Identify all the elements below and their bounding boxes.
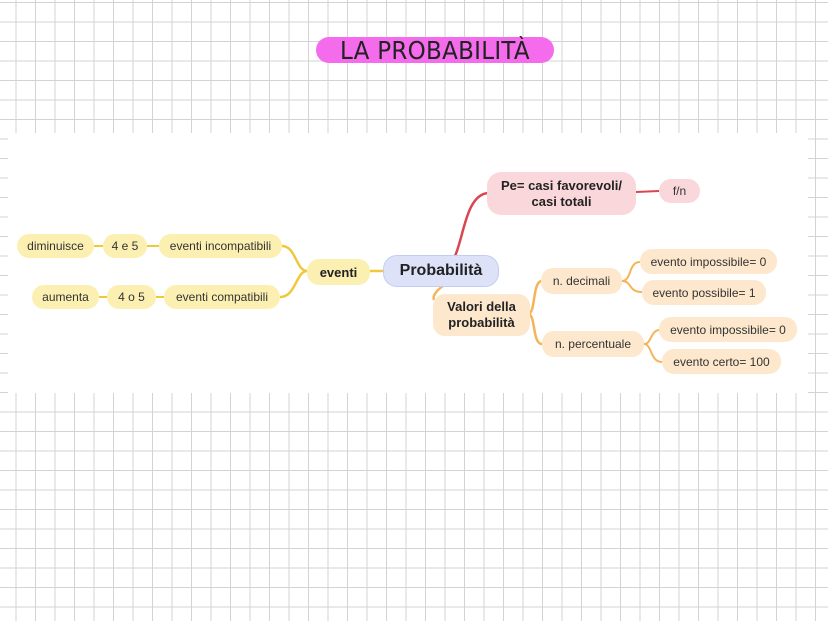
link-valori-percentuale bbox=[527, 312, 543, 346]
link-percentuale-certo bbox=[643, 343, 663, 363]
link-percentuale-impossibile bbox=[643, 329, 661, 345]
title-block: LA PROBABILITÀ bbox=[316, 34, 554, 68]
link-eventi-incompatibili bbox=[281, 244, 308, 273]
percentuale-impossibile-node[interactable]: evento impossibile= 0 bbox=[659, 317, 797, 342]
eventi-incompatibili-node[interactable]: eventi incompatibili bbox=[159, 234, 282, 258]
percentuale-certo-node[interactable]: evento certo= 100 bbox=[662, 349, 781, 374]
aumenta-node[interactable]: aumenta bbox=[32, 285, 99, 309]
page-title: LA PROBABILITÀ bbox=[340, 36, 530, 65]
decimali-impossibile-node[interactable]: evento impossibile= 0 bbox=[640, 249, 777, 274]
values-4e5-node[interactable]: 4 e 5 bbox=[103, 234, 147, 258]
link-formula-fn bbox=[635, 190, 660, 193]
decimali-node[interactable]: n. decimali bbox=[541, 268, 622, 294]
eventi-node[interactable]: eventi bbox=[307, 259, 370, 285]
root-node[interactable]: Probabilità bbox=[383, 255, 499, 287]
formula-short-node[interactable]: f/n bbox=[659, 179, 700, 203]
formula-node[interactable]: Pe= casi favorevoli/ casi totali bbox=[487, 172, 636, 215]
link-decimali-possibile bbox=[621, 280, 643, 293]
values-4o5-node[interactable]: 4 o 5 bbox=[107, 285, 156, 309]
diminuisce-node[interactable]: diminuisce bbox=[17, 234, 94, 258]
eventi-compatibili-node[interactable]: eventi compatibili bbox=[164, 285, 280, 309]
title-highlight bbox=[316, 37, 554, 63]
percentuale-node[interactable]: n. percentuale bbox=[542, 331, 644, 357]
link-eventi-compatibili bbox=[279, 269, 308, 299]
valori-node[interactable]: Valori della probabilità bbox=[433, 294, 530, 336]
decimali-possibile-node[interactable]: evento possibile= 1 bbox=[642, 280, 766, 305]
link-root-formula bbox=[453, 191, 489, 257]
link-decimali-impossibile bbox=[621, 261, 641, 282]
link-valori-decimali bbox=[527, 279, 543, 316]
